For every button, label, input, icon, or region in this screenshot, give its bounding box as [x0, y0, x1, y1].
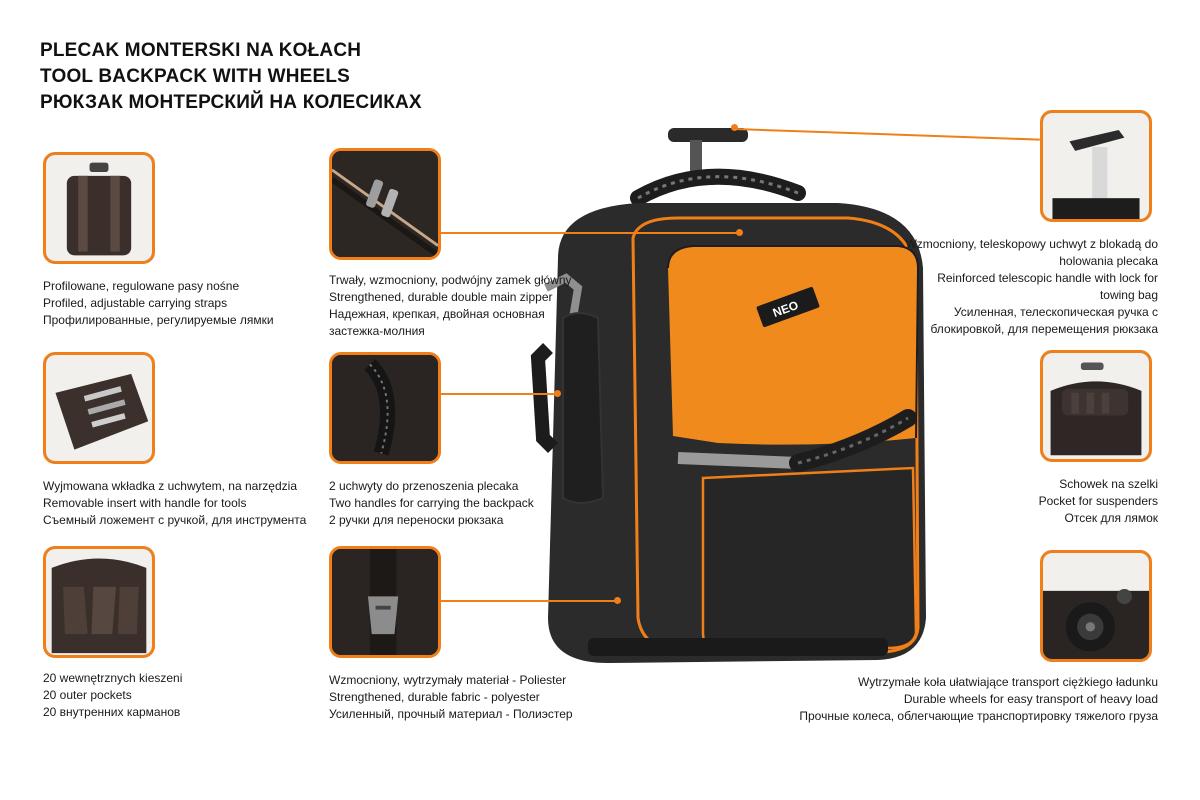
- thumb-handle: [1040, 110, 1152, 222]
- backpack-illustration: NEO: [530, 128, 926, 663]
- suspenders-pocket-icon: [1043, 353, 1149, 459]
- caption-zipper: Trwały, wzmocniony, podwójny zamek główn…: [329, 272, 572, 340]
- connector-dot-carry: [554, 390, 561, 397]
- buckle-fabric-icon: [332, 549, 438, 655]
- caption-pockets-ru: 20 внутренних карманов: [43, 705, 181, 719]
- caption-zipper-ru1: Надежная, крепкая, двойная основная: [329, 307, 545, 321]
- caption-handle-ru1: Усиленная, телескопическая ручка с: [953, 305, 1158, 319]
- caption-zipper-pl: Trwały, wzmocniony, podwójny zamek główn…: [329, 273, 572, 287]
- caption-handle-ru2: блокировкой, для перемещения рюкзака: [930, 322, 1158, 336]
- connector-zipper: [440, 232, 740, 234]
- telescopic-handle-icon: [1043, 113, 1149, 219]
- caption-insert-en: Removable insert with handle for tools: [43, 496, 247, 510]
- backpack-product-image: NEO: [518, 118, 938, 678]
- caption-carry-en: Two handles for carrying the backpack: [329, 496, 534, 510]
- connector-carry: [440, 393, 558, 395]
- thumb-straps: [43, 152, 155, 264]
- caption-handle-en2: towing bag: [1099, 288, 1158, 302]
- page-title: PLECAK MONTERSKI NA KOŁACH TOOL BACKPACK…: [40, 38, 422, 116]
- caption-zipper-ru2: застежка-молния: [329, 324, 425, 338]
- caption-fabric: Wzmocniony, wytrzymały materiał - Polies…: [329, 672, 573, 723]
- connector-dot-fabric: [614, 597, 621, 604]
- caption-straps-pl: Profilowane, regulowane pasy nośne: [43, 279, 240, 293]
- caption-fabric-en: Strengthened, durable fabric - polyester: [329, 690, 540, 704]
- connector-fabric: [440, 600, 618, 602]
- title-russian: РЮКЗАК МОНТЕРСКИЙ НА КОЛЕСИКАХ: [40, 92, 422, 113]
- backpack-straps-icon: [46, 155, 152, 261]
- thumb-pockets: [43, 546, 155, 658]
- caption-carry-pl: 2 uchwyty do przenoszenia plecaka: [329, 479, 519, 493]
- title-english: TOOL BACKPACK WITH WHEELS: [40, 66, 351, 87]
- caption-wheels: Wytrzymałe koła ułatwiające transport ci…: [799, 674, 1158, 725]
- thumb-wheels: [1040, 550, 1152, 662]
- caption-handle-en1: Reinforced telescopic handle with lock f…: [937, 271, 1158, 285]
- tool-insert-icon: [46, 355, 152, 461]
- caption-straps-en: Profiled, adjustable carrying straps: [43, 296, 228, 310]
- caption-pockets-en: 20 outer pockets: [43, 688, 132, 702]
- caption-pockets: 20 wewnętrznych kieszeni 20 outer pocket…: [43, 670, 182, 721]
- caption-insert: Wyjmowana wkładka z uchwytem, na narzędz…: [43, 478, 306, 529]
- caption-suspenders-pl: Schowek na szelki: [1059, 477, 1158, 491]
- caption-fabric-pl: Wzmocniony, wytrzymały materiał - Polies…: [329, 673, 567, 687]
- caption-wheels-ru: Прочные колеса, облегчающие транспортиро…: [799, 709, 1158, 723]
- wheel-icon: [1043, 553, 1149, 659]
- caption-fabric-ru: Усиленный, прочный материал - Полиэстер: [329, 707, 573, 721]
- caption-suspenders: Schowek na szelki Pocket for suspenders …: [1039, 476, 1158, 527]
- caption-wheels-en: Durable wheels for easy transport of hea…: [903, 692, 1158, 706]
- caption-handle-pl1: Wzmocniony, teleskopowy uchwyt z blokadą…: [905, 237, 1158, 251]
- caption-handle: Wzmocniony, teleskopowy uchwyt z blokadą…: [905, 236, 1158, 338]
- caption-carry: 2 uchwyty do przenoszenia plecaka Two ha…: [329, 478, 534, 529]
- thumb-fabric: [329, 546, 441, 658]
- carry-handle-icon: [332, 355, 438, 461]
- caption-pockets-pl: 20 wewnętrznych kieszeni: [43, 671, 183, 685]
- connector-dot-zipper: [736, 229, 743, 236]
- connector-dot-handle: [731, 124, 738, 131]
- caption-zipper-en: Strengthened, durable double main zipper: [329, 290, 553, 304]
- caption-suspenders-en: Pocket for suspenders: [1038, 494, 1158, 508]
- thumb-carry: [329, 352, 441, 464]
- caption-carry-ru: 2 ручки для переноски рюкзака: [329, 513, 504, 527]
- caption-wheels-pl: Wytrzymałe koła ułatwiające transport ci…: [857, 675, 1158, 689]
- caption-handle-pl2: holowania plecaka: [1059, 254, 1158, 268]
- thumb-insert: [43, 352, 155, 464]
- thumb-suspenders: [1040, 350, 1152, 462]
- caption-insert-ru: Съемный ложемент с ручкой, для инструмен…: [43, 513, 307, 527]
- caption-suspenders-ru: Отсек для лямок: [1064, 511, 1158, 525]
- caption-straps-ru: Профилированные, регулируемые лямки: [43, 313, 274, 327]
- title-polish: PLECAK MONTERSKI NA KOŁACH: [40, 40, 362, 61]
- zipper-icon: [332, 151, 438, 257]
- thumb-zipper: [329, 148, 441, 260]
- caption-straps: Profilowane, regulowane pasy nośne Profi…: [43, 278, 274, 329]
- inner-pockets-icon: [46, 549, 152, 655]
- caption-insert-pl: Wyjmowana wkładka z uchwytem, na narzędz…: [43, 479, 297, 493]
